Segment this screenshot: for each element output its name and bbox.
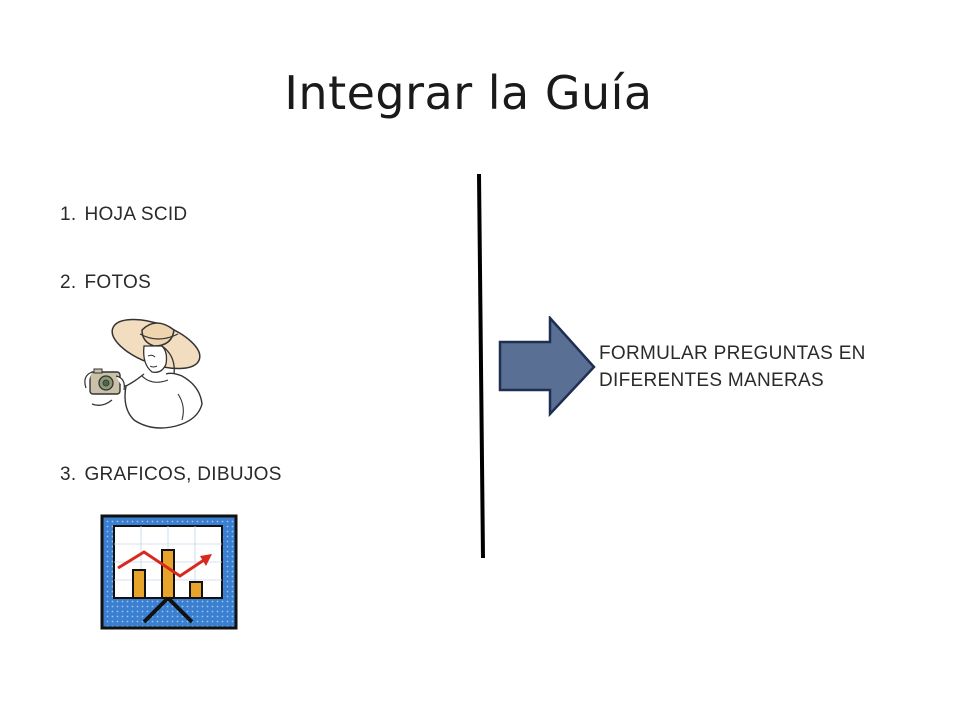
slide-title: Integrar la Guía [284,66,653,120]
list-item-fotos: 2. FOTOS [60,272,151,294]
result-line: FORMULAR PREGUNTAS EN [599,343,866,364]
chart-board-icon [100,514,238,630]
list-item-label: GRAFICOS, DIBUJOS [84,464,282,485]
list-item-number: 3. [60,464,77,485]
list-item-number: 1. [60,204,77,225]
list-item-label: HOJA SCID [84,204,188,225]
woman-with-camera-icon [84,318,203,429]
list-item-graficos: 3. GRAFICOS, DIBUJOS [60,464,282,486]
right-arrow-icon [498,316,596,418]
vertical-divider [477,173,485,559]
result-text: FORMULAR PREGUNTAS EN DIFERENTES MANERAS [599,340,949,394]
result-line: DIFERENTES MANERAS [599,370,824,391]
list-item-label: FOTOS [84,272,152,293]
list-item-hoja-scid: 1. HOJA SCID [60,204,187,226]
list-item-number: 2. [60,272,77,293]
